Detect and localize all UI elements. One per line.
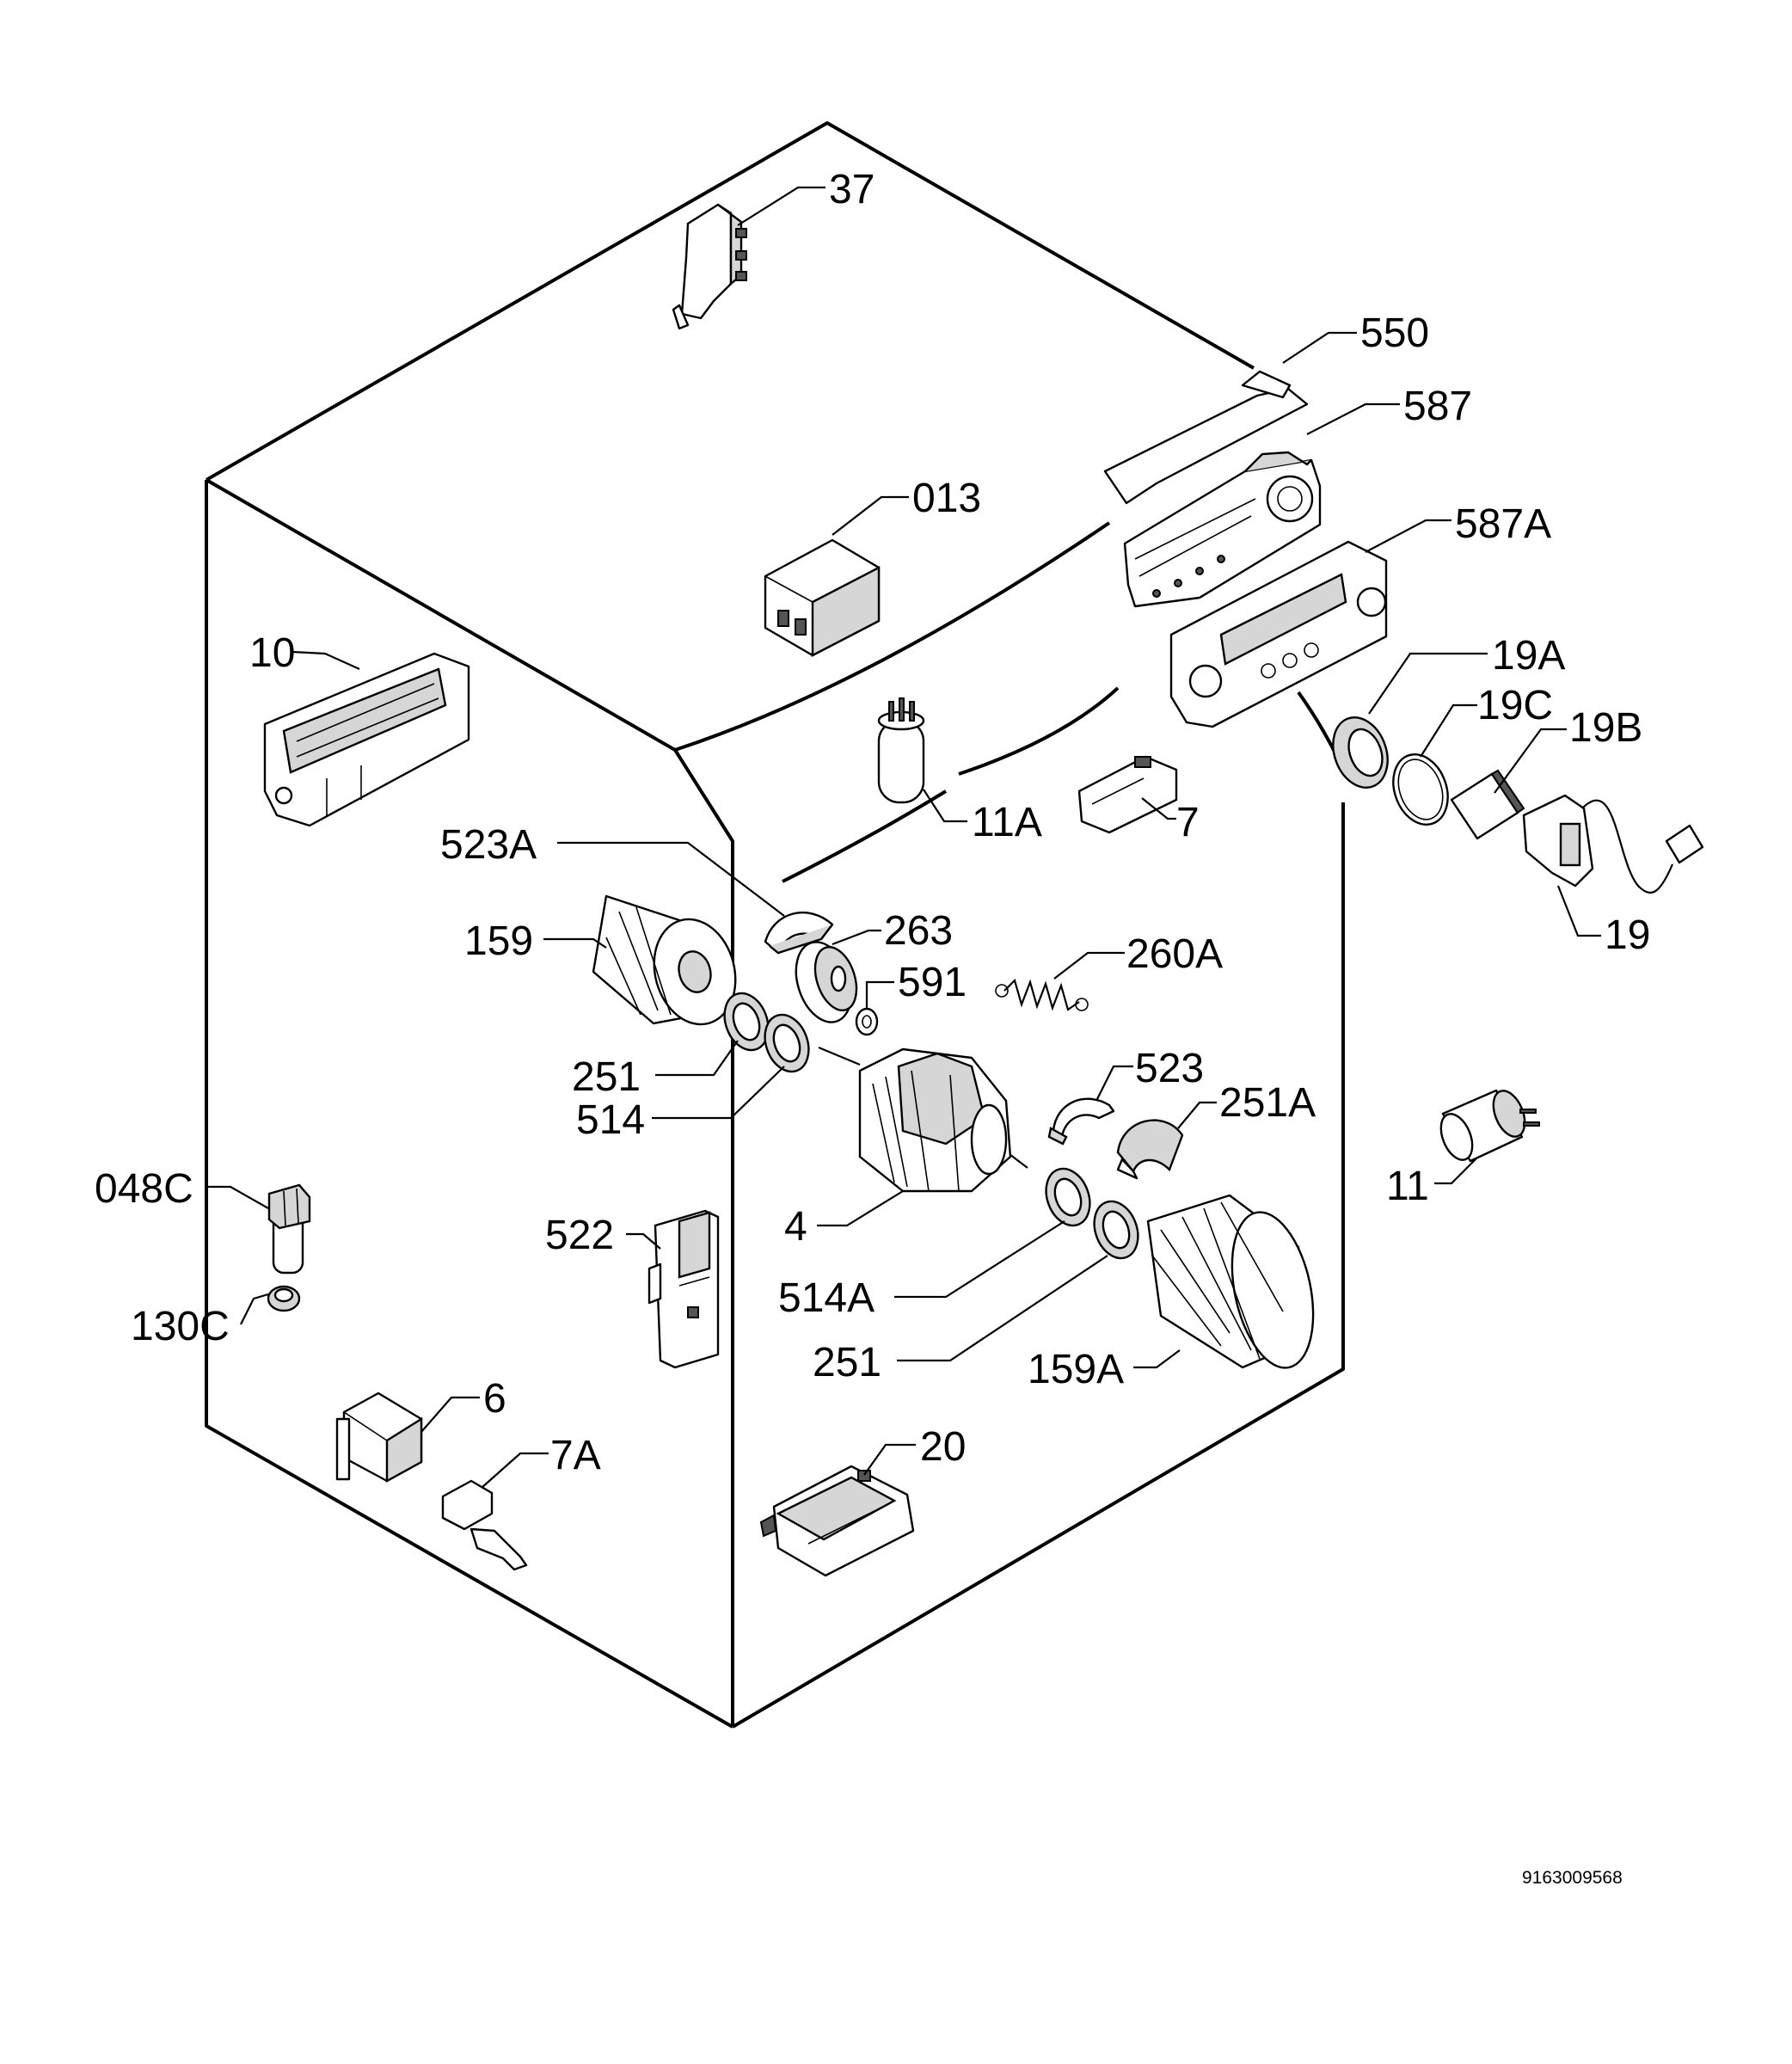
part-587-electronic-board[interactable] bbox=[1123, 451, 1322, 608]
part-260A-spring[interactable] bbox=[995, 978, 1089, 1011]
part-6-relay[interactable] bbox=[335, 1391, 423, 1484]
leader-522 bbox=[626, 1232, 661, 1250]
leader-523A bbox=[557, 841, 785, 917]
label-4: 4 bbox=[784, 1204, 807, 1250]
part-19B-lamp[interactable] bbox=[1450, 769, 1525, 840]
part-251-bearing-lower[interactable] bbox=[1087, 1195, 1145, 1264]
leader-19 bbox=[1556, 885, 1601, 937]
leader-048C bbox=[206, 1185, 269, 1209]
label-523: 523 bbox=[1135, 1046, 1204, 1091]
part-514-bearing-ring[interactable] bbox=[758, 1009, 816, 1078]
label-6: 6 bbox=[483, 1376, 506, 1422]
label-591: 591 bbox=[898, 960, 967, 1005]
part-7A-microswitch[interactable] bbox=[441, 1479, 528, 1571]
label-251-upper: 251 bbox=[572, 1054, 641, 1100]
label-7A: 7A bbox=[550, 1433, 601, 1478]
document-number: 9163009568 bbox=[1522, 1868, 1623, 1888]
cabinet-outline bbox=[205, 121, 1345, 1729]
leader-263 bbox=[832, 929, 881, 946]
label-263: 263 bbox=[884, 908, 953, 954]
part-4-motor[interactable] bbox=[818, 1046, 1028, 1193]
label-587A: 587A bbox=[1455, 501, 1551, 547]
leader-523 bbox=[1095, 1065, 1133, 1102]
leader-514 bbox=[652, 1066, 785, 1120]
leader-013 bbox=[832, 495, 909, 536]
leader-10 bbox=[292, 650, 360, 671]
label-159A: 159A bbox=[1028, 1347, 1124, 1392]
leader-591 bbox=[865, 980, 894, 1008]
label-19B: 19B bbox=[1569, 705, 1642, 751]
part-130C-grommet[interactable] bbox=[267, 1285, 301, 1312]
leader-7 bbox=[1141, 797, 1176, 820]
leader-159 bbox=[543, 937, 607, 949]
label-11: 11 bbox=[1386, 1164, 1429, 1209]
leader-251-lower bbox=[897, 1255, 1108, 1362]
part-591-washer[interactable] bbox=[855, 1007, 879, 1036]
part-37-connector-bracket[interactable] bbox=[672, 203, 747, 330]
label-048C: 048C bbox=[95, 1166, 193, 1212]
label-7: 7 bbox=[1176, 800, 1200, 845]
leader-6 bbox=[420, 1396, 480, 1433]
part-20-door-lock[interactable] bbox=[759, 1465, 915, 1577]
label-514A: 514A bbox=[778, 1275, 875, 1321]
label-550: 550 bbox=[1360, 310, 1429, 356]
leader-19A bbox=[1368, 652, 1488, 715]
leader-260A bbox=[1053, 951, 1125, 980]
label-522: 522 bbox=[545, 1213, 614, 1258]
leader-11 bbox=[1434, 1157, 1478, 1185]
part-11A-capacitor[interactable] bbox=[877, 697, 925, 804]
part-159A-fan-impeller[interactable] bbox=[1146, 1194, 1326, 1375]
leader-550 bbox=[1282, 331, 1357, 364]
part-550-cover-strip[interactable] bbox=[1103, 370, 1309, 505]
leader-19C bbox=[1420, 703, 1477, 758]
part-19A-ring-nut[interactable] bbox=[1323, 710, 1396, 795]
part-523-motor-clip[interactable] bbox=[1047, 1097, 1115, 1146]
part-048C-ntc-sensor[interactable] bbox=[267, 1183, 311, 1275]
label-19C: 19C bbox=[1477, 683, 1553, 728]
part-523A-motor-bracket[interactable] bbox=[764, 911, 834, 955]
leader-19B bbox=[1494, 728, 1567, 794]
label-20: 20 bbox=[920, 1424, 966, 1470]
label-251-lower: 251 bbox=[813, 1340, 881, 1385]
label-013: 013 bbox=[912, 476, 981, 521]
leader-7A bbox=[481, 1452, 549, 1489]
leader-20 bbox=[863, 1443, 916, 1476]
leader-4 bbox=[817, 1190, 904, 1227]
leader-11A bbox=[923, 789, 967, 823]
leader-251A bbox=[1177, 1101, 1217, 1129]
leader-587 bbox=[1306, 402, 1400, 435]
label-19: 19 bbox=[1605, 912, 1650, 958]
leader-37 bbox=[737, 186, 825, 226]
label-10: 10 bbox=[249, 630, 295, 676]
part-013-interference-filter[interactable] bbox=[764, 538, 881, 657]
leader-587A bbox=[1365, 519, 1451, 553]
part-514A-bearing-ring[interactable] bbox=[1039, 1163, 1097, 1232]
label-130C: 130C bbox=[131, 1304, 230, 1349]
label-37: 37 bbox=[829, 167, 875, 212]
label-523A: 523A bbox=[440, 822, 537, 868]
label-19A: 19A bbox=[1492, 633, 1565, 679]
part-159-drum-fan[interactable] bbox=[592, 894, 746, 1034]
label-587: 587 bbox=[1403, 384, 1472, 429]
part-251A-bearing-cover[interactable] bbox=[1116, 1119, 1184, 1180]
label-11A: 11A bbox=[972, 800, 1042, 845]
part-587A-control-panel[interactable] bbox=[1169, 540, 1388, 728]
leader-159A bbox=[1133, 1349, 1181, 1369]
part-251-bearing-upper[interactable] bbox=[717, 987, 776, 1056]
label-251A: 251A bbox=[1219, 1080, 1316, 1126]
label-514: 514 bbox=[576, 1097, 645, 1143]
part-522-door-interlock[interactable] bbox=[647, 1209, 720, 1369]
part-19C-seal-ring[interactable] bbox=[1384, 746, 1457, 832]
part-263-pulley[interactable] bbox=[787, 935, 864, 1029]
leader-514A bbox=[894, 1220, 1065, 1299]
label-260A: 260A bbox=[1126, 931, 1223, 977]
label-159: 159 bbox=[464, 918, 533, 964]
part-7-switch[interactable] bbox=[1077, 755, 1178, 834]
part-19-lamp-holder[interactable] bbox=[1522, 794, 1704, 894]
part-10-heating-element[interactable] bbox=[263, 652, 470, 827]
leader-130C bbox=[240, 1293, 269, 1325]
leader-251-upper bbox=[655, 1040, 739, 1077]
part-11-capacitor[interactable] bbox=[1435, 1086, 1540, 1164]
